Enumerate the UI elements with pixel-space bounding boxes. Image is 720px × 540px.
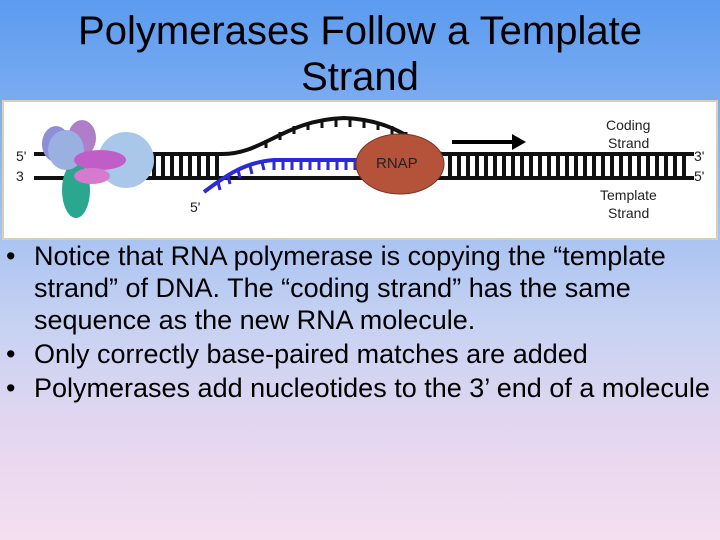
- rnap-enzyme: [355, 133, 445, 195]
- bullet-list: • Notice that RNA polymerase is copying …: [0, 240, 720, 406]
- slide-title: Polymerases Follow a Template Strand: [0, 8, 720, 100]
- rna-base-tick: [216, 181, 222, 191]
- label-coding-2: Strand: [608, 135, 649, 151]
- title-line-2: Strand: [301, 55, 419, 99]
- bullet-text: Polymerases add nucleotides to the 3’ en…: [34, 373, 710, 403]
- bullet-text: Only correctly base-paired matches are a…: [34, 339, 588, 369]
- dna-downstream: [444, 152, 694, 180]
- bullet-item: • Notice that RNA polymerase is copying …: [0, 240, 720, 336]
- bullet-item: • Only correctly base-paired matches are…: [0, 338, 720, 370]
- bullet-symbol: •: [6, 241, 16, 271]
- label-5prime-rna: 5': [190, 199, 200, 215]
- bullet-symbol: •: [6, 339, 16, 369]
- transcription-diagram-svg: RNAP 5' 3 5' Coding Strand Template Stra…: [16, 115, 704, 221]
- transcription-diagram: RNAP 5' 3 5' Coding Strand Template Stra…: [2, 100, 718, 240]
- rna-transcript: [202, 158, 364, 194]
- rna-base-tick: [236, 169, 242, 179]
- label-3-left: 3: [16, 168, 24, 184]
- rna-base-tick: [260, 161, 266, 171]
- rnap-label: RNAP: [376, 155, 418, 172]
- label-5prime-left: 5': [16, 148, 26, 164]
- protein-complex: [42, 120, 154, 218]
- bullet-item: • Polymerases add nucleotides to the 3’ …: [0, 372, 720, 404]
- label-coding-1: Coding: [606, 117, 650, 133]
- rna-base-tick: [248, 165, 254, 175]
- label-3prime-right: 3': [694, 148, 704, 164]
- label-5prime-right: 5': [694, 168, 704, 184]
- bullet-text: Notice that RNA polymerase is copying th…: [34, 241, 666, 335]
- bullet-symbol: •: [6, 373, 16, 403]
- direction-arrow: [452, 134, 526, 150]
- title-line-1: Polymerases Follow a Template: [78, 9, 642, 53]
- label-template-2: Strand: [608, 205, 649, 221]
- rna-base-tick: [226, 175, 232, 185]
- label-template-1: Template: [600, 187, 657, 203]
